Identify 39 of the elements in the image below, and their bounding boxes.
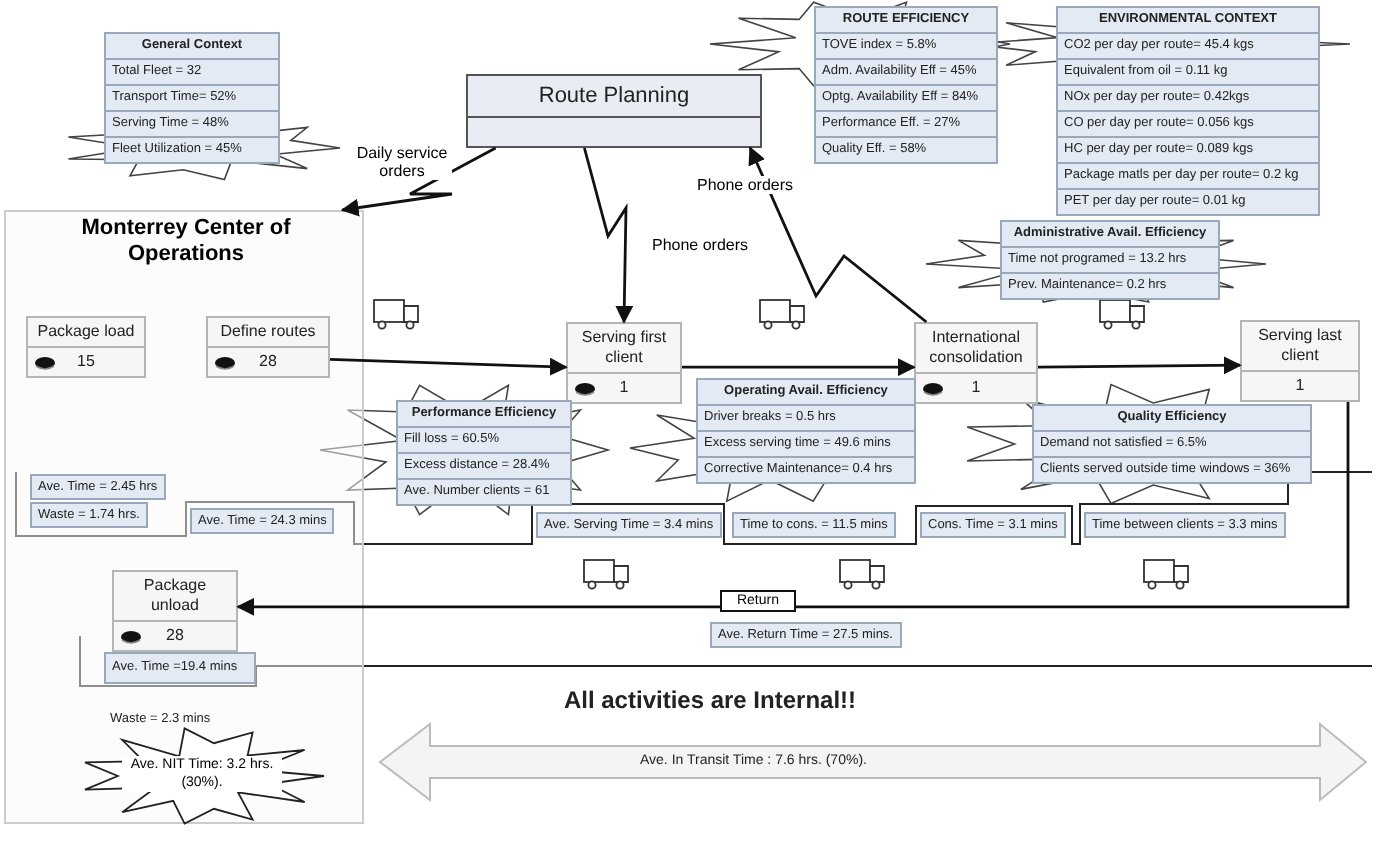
count-value: 1 bbox=[619, 378, 629, 396]
process-box bbox=[914, 322, 1038, 404]
information-arrow bbox=[748, 146, 928, 324]
process-box bbox=[1240, 320, 1360, 402]
edge-label: Daily service orders bbox=[352, 144, 452, 180]
process-box bbox=[206, 316, 330, 378]
information-arrow bbox=[329, 357, 568, 376]
information-arrow bbox=[682, 358, 916, 377]
metric-table bbox=[1032, 404, 1312, 484]
metric-table bbox=[1000, 220, 1220, 300]
metric-table bbox=[1056, 6, 1320, 216]
process-box bbox=[466, 74, 762, 148]
edge-label: Phone orders bbox=[650, 236, 750, 254]
process-box bbox=[112, 570, 238, 652]
metric-table bbox=[696, 378, 916, 484]
process-title: International consolidation bbox=[927, 326, 1025, 370]
note-text: All activities are Internal!! bbox=[561, 686, 859, 714]
information-arrow bbox=[583, 147, 634, 324]
metric-table bbox=[104, 32, 280, 164]
count-value: 1 bbox=[971, 378, 981, 396]
area-heading: Monterrey Center of Operations bbox=[79, 216, 293, 268]
metric-table bbox=[814, 6, 998, 164]
count-value: 1 bbox=[1295, 376, 1305, 394]
process-title: Package unload bbox=[141, 574, 209, 618]
information-arrow bbox=[340, 146, 497, 217]
information-arrow bbox=[1038, 356, 1242, 375]
process-title: Route Planning bbox=[536, 82, 692, 112]
process-box bbox=[26, 316, 146, 378]
process-title: Serving first client bbox=[579, 326, 669, 370]
count-value: 28 bbox=[259, 352, 277, 370]
area-frame bbox=[4, 210, 364, 824]
count-value: 28 bbox=[166, 626, 184, 644]
process-title: Package load bbox=[35, 320, 137, 344]
process-title: Serving last client bbox=[1256, 324, 1344, 368]
information-arrow bbox=[236, 402, 1350, 616]
process-title: Define routes bbox=[218, 320, 318, 344]
process-box bbox=[566, 322, 682, 404]
metric-table bbox=[396, 400, 572, 506]
count-value: 15 bbox=[77, 352, 95, 370]
